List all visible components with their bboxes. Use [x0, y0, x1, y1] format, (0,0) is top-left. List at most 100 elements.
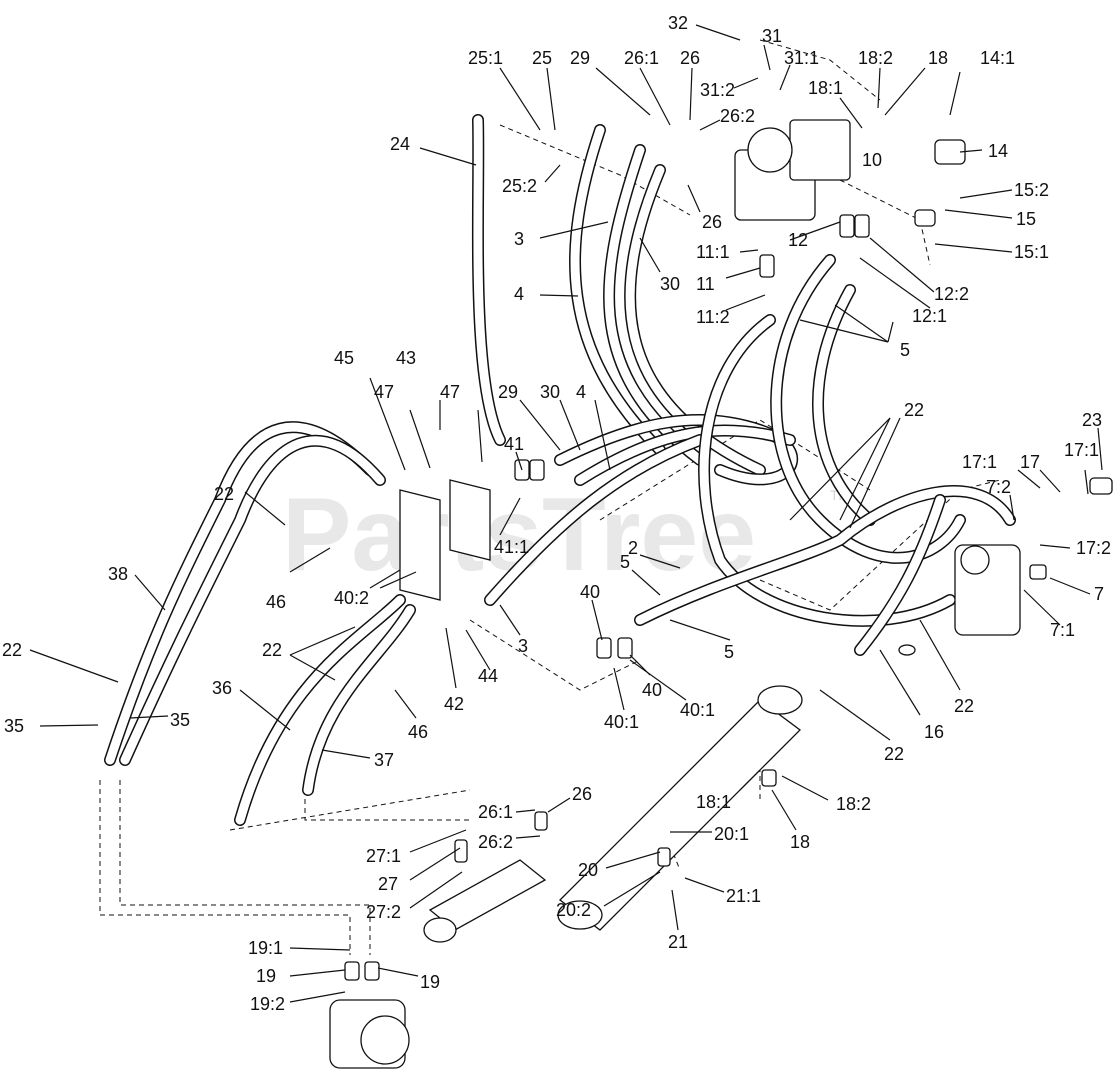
callout-7-1: 7:1 [1050, 620, 1075, 640]
callout-27: 27 [378, 874, 398, 894]
callout-16: 16 [924, 722, 944, 742]
drawing [29, 24, 1113, 1069]
fittings [344, 139, 1113, 981]
callout-12-2: 12:2 [934, 284, 969, 304]
callout-18-top: 18 [928, 48, 948, 68]
callout-11: 11 [696, 274, 715, 294]
callout-12-1: 12:1 [912, 306, 947, 326]
callout-26-bot: 26 [572, 784, 592, 804]
callout-23: 23 [1082, 410, 1102, 430]
callout-42: 42 [444, 694, 464, 714]
callout-17-1-b: 17:1 [1064, 440, 1099, 460]
callout-3-mid: 3 [518, 636, 528, 656]
callout-22-bot: 22 [884, 744, 904, 764]
callout-26-1-bot: 26:1 [478, 802, 513, 822]
callout-10: 10 [862, 150, 882, 170]
callout-5-top: 5 [900, 340, 910, 360]
callout-18-bot: 18 [790, 832, 810, 852]
callout-25-1: 25:1 [468, 48, 503, 68]
callout-29-top: 29 [570, 48, 590, 68]
callout-18-1-bot: 18:1 [696, 792, 731, 812]
callout-22-right: 22 [904, 400, 924, 420]
callout-17-1-a: 17:1 [962, 452, 997, 472]
callout-30-top: 30 [660, 274, 680, 294]
callout-21: 21 [668, 932, 688, 952]
callout-14-1: 14:1 [980, 48, 1015, 68]
callout-7-2: 7:2 [986, 477, 1011, 497]
callout-21-1: 21:1 [726, 886, 761, 906]
callout-41: 41 [504, 434, 524, 454]
callout-44: 44 [478, 666, 498, 686]
callout-7: 7 [1094, 584, 1104, 604]
callout-40-1a: 40:1 [680, 700, 715, 720]
callout-36: 36 [212, 678, 232, 698]
callout-24: 24 [390, 134, 410, 154]
callout-25-2: 25:2 [502, 176, 537, 196]
callout-35-l: 35 [4, 716, 24, 736]
mounting-bracket [399, 489, 441, 601]
callout-18-2-top: 18:2 [858, 48, 893, 68]
callout-26-1-top: 26:1 [624, 48, 659, 68]
callout-17: 17 [1020, 452, 1040, 472]
callout-20: 20 [578, 860, 598, 880]
callout-20-1: 20:1 [714, 824, 749, 844]
callout-4-top: 4 [514, 284, 524, 304]
callout-27-1: 27:1 [366, 846, 401, 866]
callout-35-r: 35 [170, 710, 190, 730]
callout-12: 12 [788, 230, 808, 250]
hydraulic-cylinder [559, 699, 801, 931]
callout-22-r2: 22 [954, 696, 974, 716]
callout-32: 32 [668, 13, 688, 33]
callout-15: 15 [1016, 209, 1036, 229]
callout-14: 14 [988, 141, 1008, 161]
callout-18-2-bot: 18:2 [836, 794, 871, 814]
callout-40-mid: 40 [642, 680, 662, 700]
callout-3-top: 3 [514, 229, 524, 249]
callout-19-l: 19 [256, 966, 276, 986]
callout-37: 37 [374, 750, 394, 770]
callout-40-top: 40 [580, 582, 600, 602]
callout-30-mid: 30 [540, 382, 560, 402]
callout-31-2: 31:2 [700, 80, 735, 100]
callout-5-mid: 5 [620, 552, 630, 572]
callout-38: 38 [108, 564, 128, 584]
callout-22-l2: 22 [262, 640, 282, 660]
callout-41-1: 41:1 [494, 537, 529, 557]
callout-22-left: 22 [214, 484, 234, 504]
callout-5-bot: 5 [724, 642, 734, 662]
callout-11-2: 11:2 [696, 307, 730, 327]
callout-19-1: 19:1 [248, 938, 283, 958]
callout-31-1: 31:1 [784, 48, 819, 68]
callout-26-2-top: 26:2 [720, 106, 755, 126]
callout-46-a: 46 [266, 592, 286, 612]
callout-26-2-bot: 26:2 [478, 832, 513, 852]
callout-45: 45 [334, 348, 354, 368]
control-valve [789, 119, 851, 181]
callout-20-2: 20:2 [556, 900, 591, 920]
callout-labels: 32 31 31:1 31:2 25:1 25 29 26:1 26 26:2 … [2, 13, 1111, 1014]
callout-29-mid: 29 [498, 382, 518, 402]
callout-31: 31 [762, 26, 782, 46]
callout-47-b: 47 [440, 382, 460, 402]
callout-43: 43 [396, 348, 416, 368]
callout-27-2: 27:2 [366, 902, 401, 922]
callout-25: 25 [532, 48, 552, 68]
callout-11-1: 11:1 [696, 242, 730, 262]
callout-26-top: 26 [680, 48, 700, 68]
callout-15-2: 15:2 [1014, 180, 1049, 200]
callout-4-mid: 4 [576, 382, 586, 402]
callout-40-1b: 40:1 [604, 712, 639, 732]
callout-19-r: 19 [420, 972, 440, 992]
valve-cap [747, 127, 793, 173]
callout-15-1: 15:1 [1014, 242, 1049, 262]
callout-47-a: 47 [374, 382, 394, 402]
leader-lines [29, 24, 1103, 1003]
callout-22-l1: 22 [2, 640, 22, 660]
callout-2: 2 [628, 538, 638, 558]
callout-17-2: 17:2 [1076, 538, 1111, 558]
callout-46-b: 46 [408, 722, 428, 742]
callout-26-mid: 26 [702, 212, 722, 232]
callout-19-2: 19:2 [250, 994, 285, 1014]
